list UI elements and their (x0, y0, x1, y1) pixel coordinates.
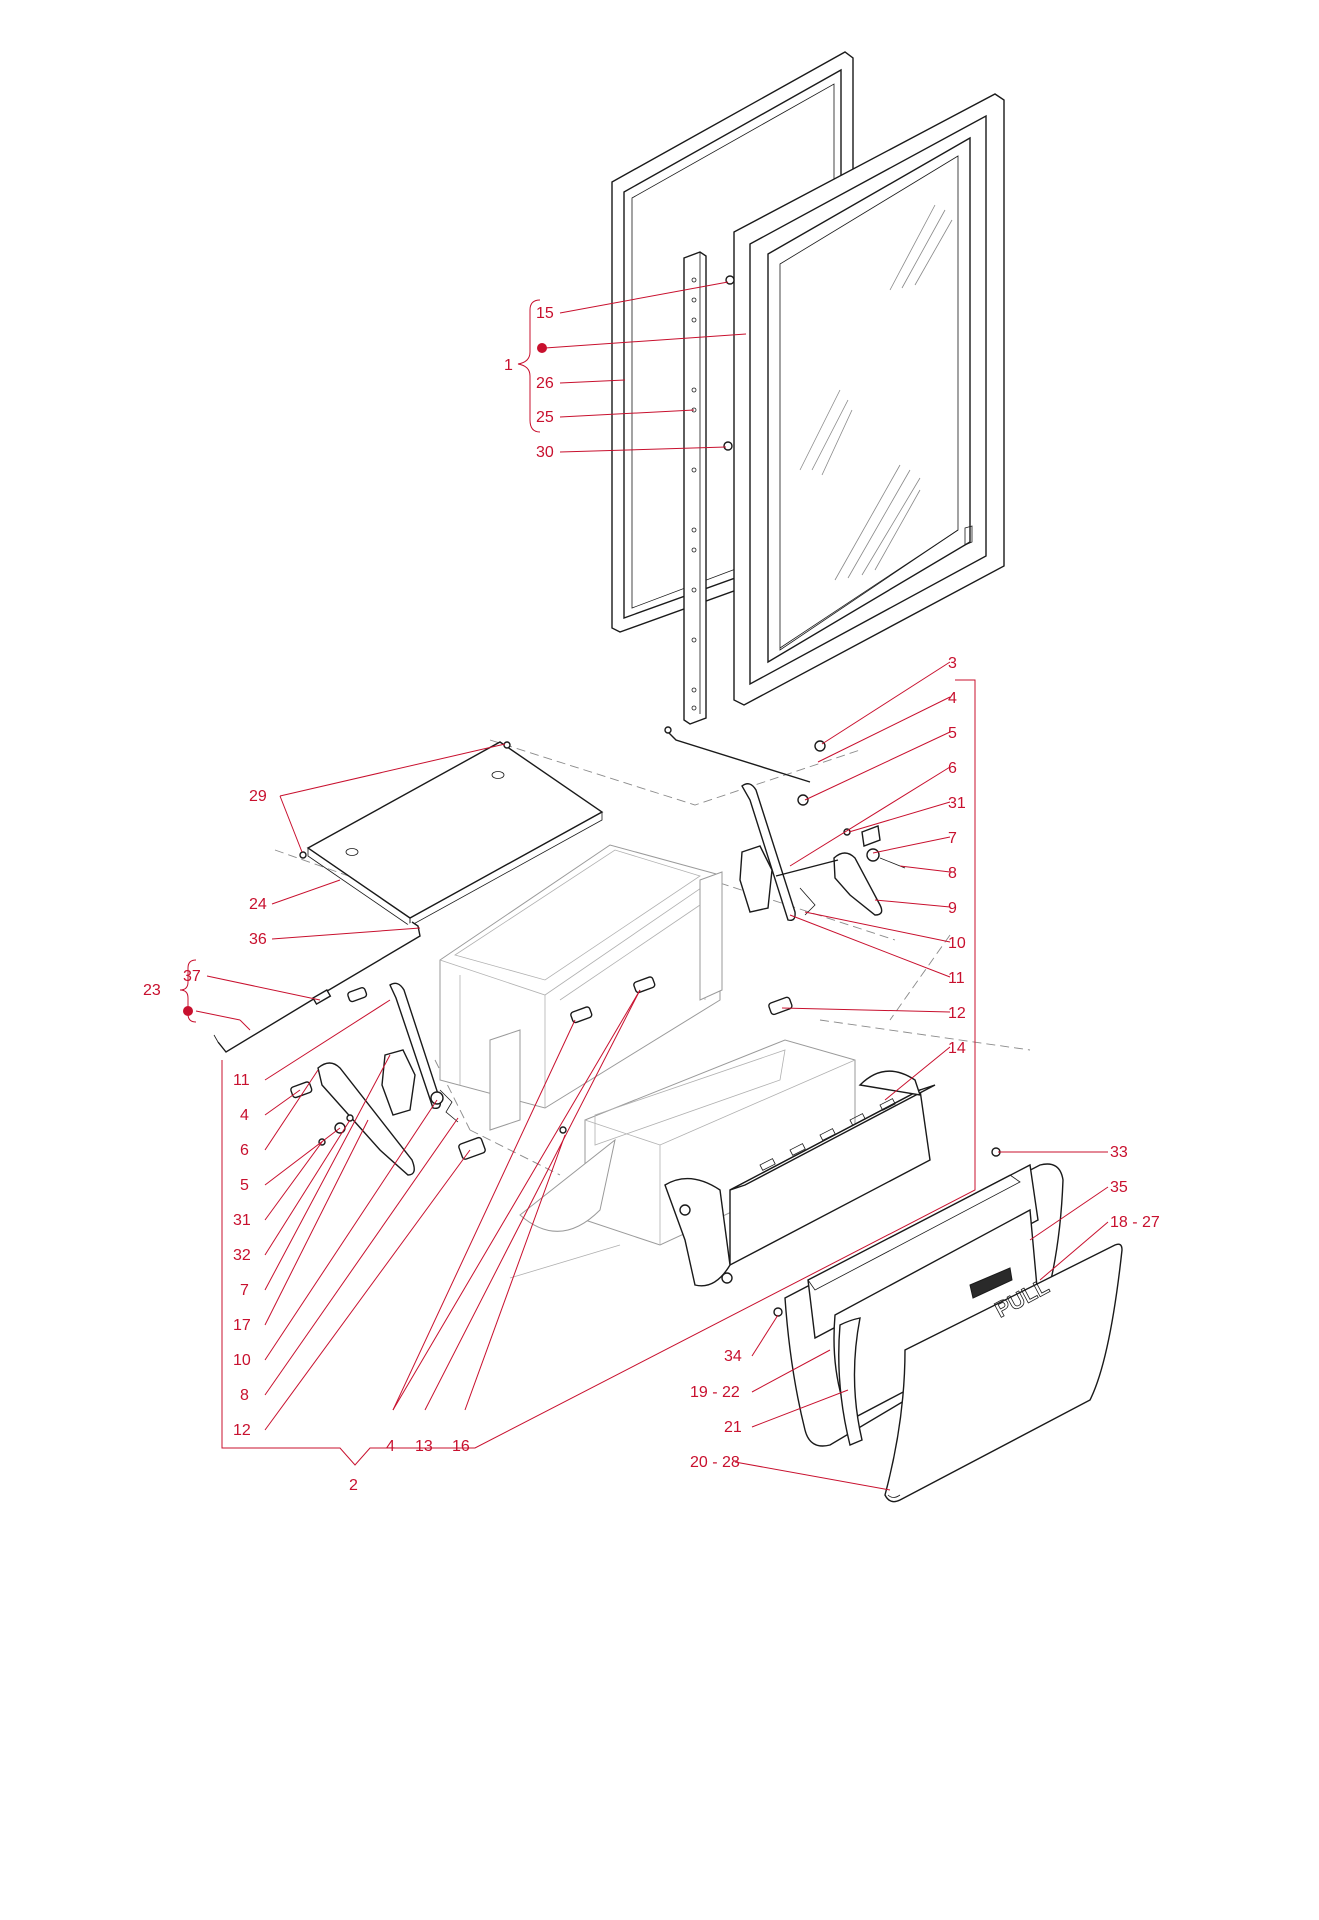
label-24: 24 (249, 896, 267, 913)
callout-labels: 1 15 26 25 30 29 24 36 23 37 11 4 6 5 31… (143, 305, 1160, 1494)
label-16: 16 (452, 1438, 470, 1455)
label-37: 37 (183, 968, 201, 985)
bullet-dot-1 (537, 343, 547, 353)
label-7-right: 7 (948, 830, 957, 847)
label-6-right: 6 (948, 760, 957, 777)
label-5-left: 5 (240, 1177, 249, 1194)
label-31-left: 31 (233, 1212, 251, 1229)
rod-23 (213, 921, 421, 1053)
label-7-left: 7 (240, 1282, 249, 1299)
label-34: 34 (724, 1348, 742, 1365)
screw-30 (723, 441, 733, 451)
drawer-trough (664, 1070, 936, 1287)
label-4-right: 4 (948, 690, 957, 707)
label-12-right: 12 (948, 1005, 966, 1022)
label-10-right: 10 (948, 935, 966, 952)
label-21: 21 (724, 1419, 742, 1436)
label-1: 1 (504, 357, 513, 374)
label-8-right: 8 (948, 865, 957, 882)
label-14: 14 (948, 1040, 966, 1057)
rod-3 (664, 726, 811, 783)
screw-15 (725, 275, 735, 285)
hinge-strip (683, 251, 707, 725)
right-mechanism (739, 740, 906, 1016)
housing-box (439, 844, 723, 1131)
label-6-left: 6 (240, 1142, 249, 1159)
label-5-right: 5 (948, 725, 957, 742)
label-18-27: 18 - 27 (1110, 1214, 1160, 1231)
label-10-left: 10 (233, 1352, 251, 1369)
label-4-left: 4 (240, 1107, 249, 1124)
label-35: 35 (1110, 1179, 1128, 1196)
label-29: 29 (249, 788, 267, 805)
glass-reflection-marks (799, 204, 953, 581)
label-8-left: 8 (240, 1387, 249, 1404)
label-31-right: 31 (948, 795, 966, 812)
door-gasket-21 (838, 1317, 863, 1446)
label-11-right: 11 (948, 970, 965, 987)
label-17: 17 (233, 1317, 251, 1334)
label-11-left: 11 (233, 1072, 250, 1089)
label-13: 13 (415, 1438, 433, 1455)
screw-34 (773, 1307, 783, 1317)
label-2: 2 (349, 1477, 358, 1494)
label-15: 15 (536, 305, 554, 322)
label-3: 3 (948, 655, 957, 672)
label-32: 32 (233, 1247, 251, 1264)
label-4-bottom: 4 (386, 1438, 395, 1455)
label-12-left: 12 (233, 1422, 251, 1439)
label-26: 26 (536, 375, 554, 392)
leader-lines (179, 281, 1109, 1491)
label-19-22: 19 - 22 (690, 1384, 740, 1401)
bullet-dot-23 (183, 1006, 193, 1016)
label-23: 23 (143, 982, 161, 999)
left-mechanism (290, 976, 656, 1176)
label-9: 9 (948, 900, 957, 917)
label-36: 36 (249, 931, 267, 948)
glass-door (733, 93, 1005, 706)
label-25: 25 (536, 409, 554, 426)
label-33: 33 (1110, 1144, 1128, 1161)
label-20-28: 20 - 28 (690, 1454, 740, 1471)
label-30: 30 (536, 444, 554, 461)
